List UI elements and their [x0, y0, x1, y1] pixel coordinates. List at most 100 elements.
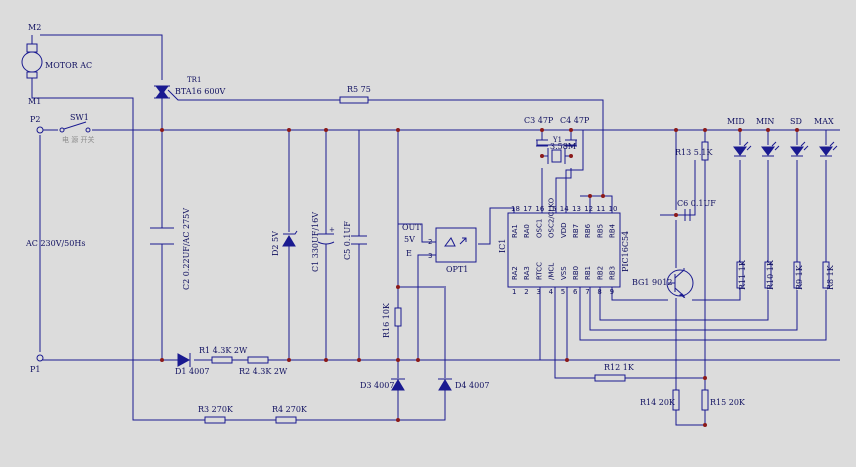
- led-sd: [790, 141, 809, 157]
- node-m1: M1: [28, 97, 41, 106]
- label-c3: C3 47P: [524, 116, 554, 125]
- junction-dot: [738, 128, 742, 132]
- label-r16: R16 10K: [382, 302, 391, 338]
- ic-pin-name: RB4: [609, 223, 617, 238]
- junction-dot: [674, 128, 678, 132]
- ic-pin-number: 16: [535, 205, 544, 213]
- junction-dot: [160, 128, 164, 132]
- wire-led-mid: [692, 130, 741, 301]
- component-labels: MOTOR AC SW1 电 源 开关 AC 230V/50Hs TR1 BTA…: [25, 61, 835, 414]
- junction-dot: [601, 194, 605, 198]
- ic-pin-name: RA0: [523, 224, 531, 238]
- junction-dot: [569, 154, 573, 158]
- label-sw1-cn: 电 源 开关: [62, 135, 94, 144]
- label-c6: C6 0.1UF: [677, 199, 716, 208]
- junction-dot: [357, 358, 361, 362]
- transistor-bg1: [666, 268, 694, 299]
- junction-dot: [396, 418, 400, 422]
- node-labels: M2 M1 P2 P1: [28, 23, 41, 374]
- capacitor-c5: [351, 235, 367, 245]
- resistor-r16: [394, 307, 402, 327]
- svg-text:+: +: [329, 226, 335, 234]
- junction-dot: [703, 128, 707, 132]
- label-r12: R12 1K: [604, 363, 635, 372]
- label-ic-name: PIC16C54: [621, 231, 630, 272]
- junction-dot: [287, 128, 291, 132]
- wire-m1-r3: [31, 72, 205, 421]
- wire-r5-rb7: [368, 99, 604, 196]
- wire-opto-ra1: [478, 207, 515, 245]
- label-r13: R13 5.1K: [675, 148, 713, 157]
- label-r2: R2 4.3K 2W: [239, 367, 288, 376]
- resistor-r9: [793, 261, 801, 289]
- ic-pin-name: RA1: [511, 224, 519, 238]
- ic-pin-number: 6: [573, 288, 578, 296]
- junction-dot: [540, 128, 544, 132]
- ic-pin-number: 17: [523, 205, 532, 213]
- resistor-r14: [672, 389, 680, 411]
- resistor-r4: [275, 416, 297, 424]
- terminals: [36, 126, 44, 362]
- ic-pin-number: 7: [585, 288, 589, 296]
- opto-pin: 2: [428, 238, 432, 246]
- ic-pin-name: VDD: [560, 222, 568, 238]
- label-opto-name: OPT1: [446, 265, 468, 274]
- ic-pin-name: OSC1: [535, 219, 543, 238]
- junction-dot: [565, 358, 569, 362]
- label-tr1: TR1: [187, 76, 201, 84]
- led-mid: [733, 141, 752, 157]
- wire-rb1-r9: [589, 287, 798, 331]
- label-r14: R14 20K: [640, 398, 676, 407]
- crystal-y1: [547, 148, 566, 164]
- opto-pin: 3: [428, 252, 432, 260]
- label-q1: BG1 9012: [632, 278, 672, 287]
- junction-dot: [674, 213, 678, 217]
- node-m2: M2: [28, 23, 41, 32]
- wire-collector-r14: [675, 298, 705, 426]
- label-r9: R9 1K: [795, 264, 804, 290]
- ic-pin-number: 4: [549, 288, 554, 296]
- label-r15: R15 20K: [710, 398, 746, 407]
- label-r4: R4 270K: [272, 405, 308, 414]
- led-label-sd: SD: [790, 117, 802, 126]
- junction-dot: [795, 128, 799, 132]
- wire-m2-triac: [40, 34, 163, 80]
- junction-dot: [396, 285, 400, 289]
- resistor-r8: [822, 261, 830, 289]
- capacitor-c4: [565, 139, 577, 147]
- junction-dot: [588, 194, 592, 198]
- ic-pin-number: 10: [609, 205, 618, 213]
- led-label-mid: MID: [727, 117, 745, 126]
- wire-cap-gnd: [536, 140, 577, 146]
- ic-pin-number: 3: [536, 288, 540, 296]
- junction-dot: [287, 358, 291, 362]
- ic-pin-number: 15: [548, 205, 557, 213]
- wire-r16-d3: [397, 130, 446, 421]
- label-c1: C1 330UF/16V: [311, 212, 320, 272]
- ic-pin-number: 13: [572, 205, 581, 213]
- ic-pin-name: OSC2/CLKO: [548, 197, 556, 238]
- ic-pin-name: RB5: [596, 224, 604, 238]
- resistor-r15: [701, 389, 709, 411]
- wire-rb2-r10: [599, 287, 769, 321]
- label-d4: D4 4007: [455, 381, 489, 390]
- ic-pin-number: 9: [610, 288, 614, 296]
- junction-dot: [703, 423, 707, 427]
- junction-dot: [766, 128, 770, 132]
- optocoupler: [427, 227, 477, 263]
- ic-pin-number: 2: [524, 288, 528, 296]
- triac: [154, 85, 170, 99]
- label-c5: C5 0.1UF: [343, 221, 352, 260]
- led-label-max: MAX: [814, 117, 834, 126]
- node-p1: P1: [30, 365, 40, 374]
- capacitor-c6: [684, 209, 691, 221]
- junction-dot: [396, 128, 400, 132]
- junction-dot: [569, 128, 573, 132]
- led-min: [761, 141, 780, 157]
- label-opto-out: OUT: [402, 223, 421, 232]
- label-y1: Y1: [552, 136, 562, 144]
- junction-dot: [703, 376, 707, 380]
